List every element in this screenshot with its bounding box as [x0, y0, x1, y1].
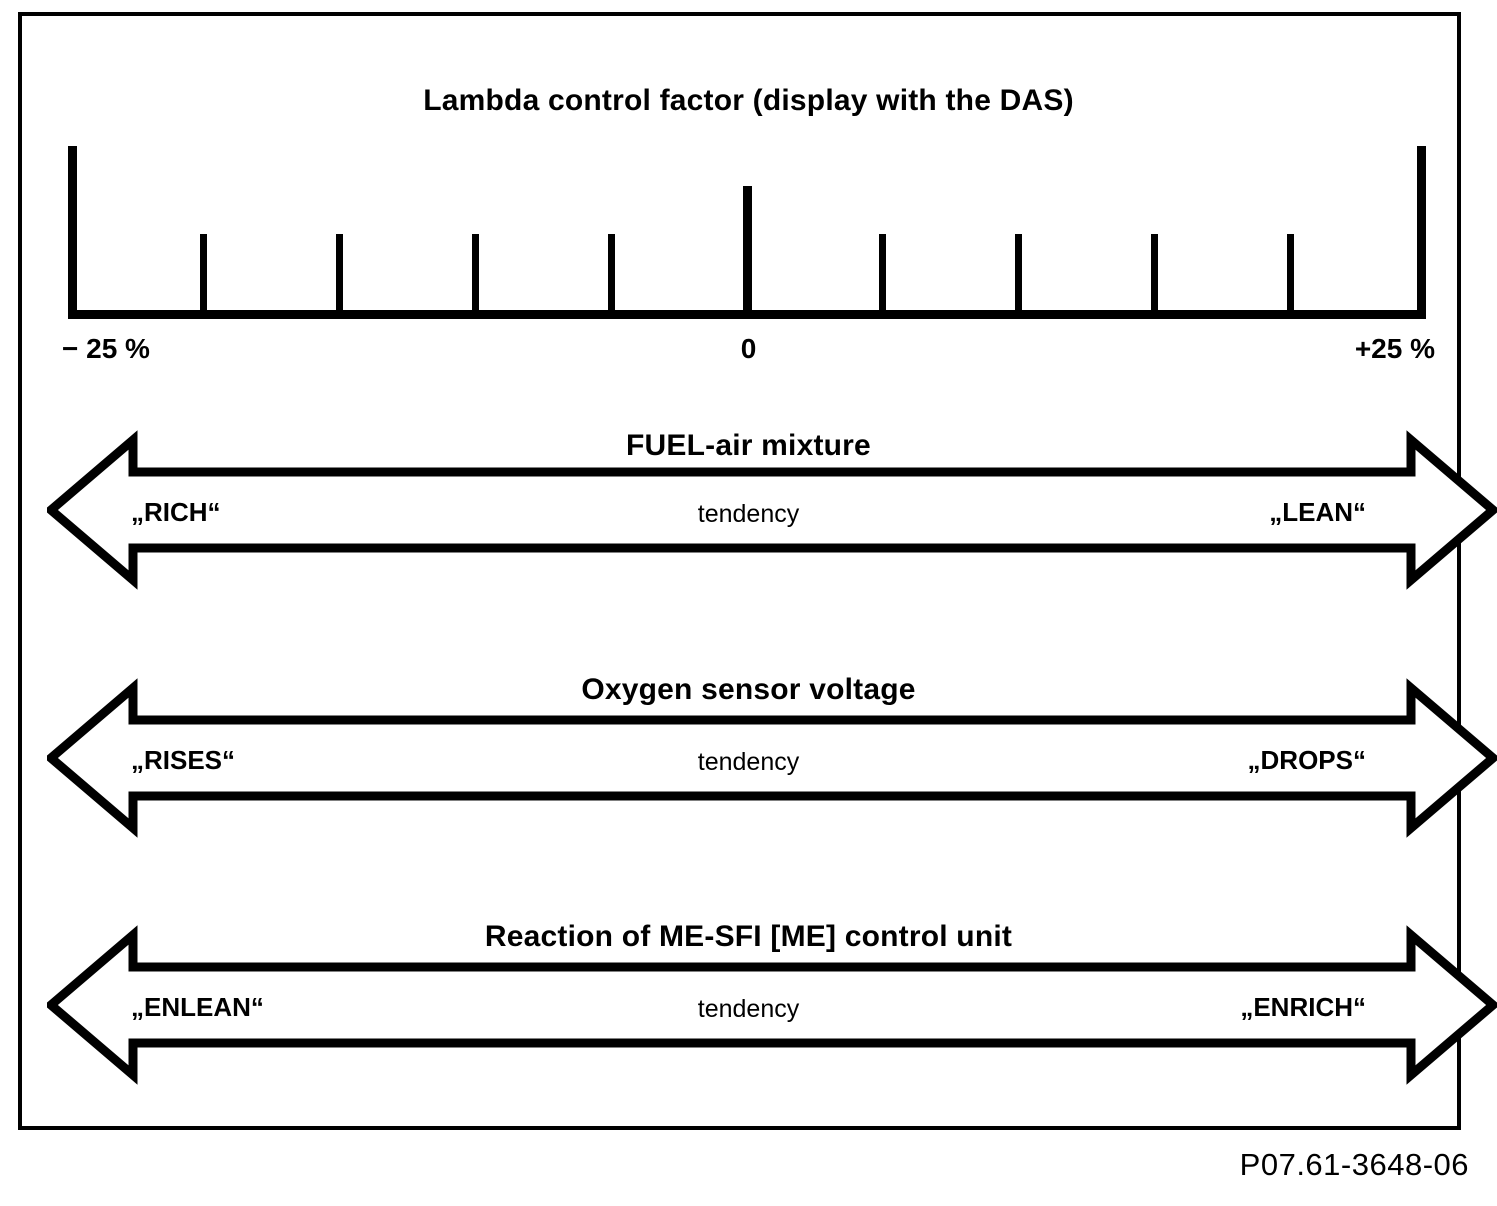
- band-left-label: „ENLEAN“: [131, 992, 264, 1022]
- double-arrow-shape: [47, 430, 1497, 590]
- scale-tick-group: [0, 0, 1497, 319]
- band-left-label: „RICH“: [131, 497, 221, 527]
- band-me-sfi-reaction: Reaction of ME-SFI [ME] control unit „EN…: [0, 915, 1497, 1095]
- scale-tick: [200, 234, 208, 319]
- lambda-scale-section: Lambda control factor (display with the …: [0, 0, 1497, 400]
- scale-label-min: − 25 %: [62, 333, 150, 364]
- band-title: Reaction of ME-SFI [ME] control unit: [484, 920, 1013, 953]
- band-right-label: „LEAN“: [1269, 497, 1366, 527]
- double-arrow-shape: [47, 678, 1497, 838]
- scale-tick: [471, 234, 479, 319]
- band-left-label: „RISES“: [131, 745, 236, 775]
- band-oxygen-sensor-voltage: Oxygen sensor voltage „RISES“ tendency „…: [0, 668, 1497, 848]
- band-fuel-air-mixture: FUEL-air mixture „RICH“ tendency „LEAN“: [0, 420, 1497, 600]
- scale-tick: [742, 186, 752, 319]
- band-right-label: „DROPS“: [1247, 745, 1366, 775]
- scale-tick: [68, 146, 77, 319]
- scale-tick: [607, 234, 615, 319]
- band-title: Oxygen sensor voltage: [581, 673, 916, 706]
- band-title: FUEL-air mixture: [626, 429, 871, 462]
- band-center-label: tendency: [697, 995, 800, 1023]
- double-arrow-shape: [47, 925, 1497, 1085]
- band-center-label: tendency: [697, 500, 800, 528]
- scale-tick: [1417, 146, 1426, 319]
- scale-tick: [879, 234, 887, 319]
- scale-title: Lambda control factor (display with the …: [423, 84, 1074, 117]
- band-right-label: „ENRICH“: [1240, 992, 1366, 1022]
- scale-tick: [336, 234, 344, 319]
- scale-tick: [1150, 234, 1158, 319]
- band-center-label: tendency: [697, 748, 800, 776]
- figure-border: [18, 12, 1461, 1130]
- scale-baseline: [68, 310, 1426, 319]
- scale-label-zero: 0: [740, 333, 757, 364]
- scale-tick: [1286, 234, 1294, 319]
- reference-code: P07.61-3648-06: [1239, 1147, 1469, 1182]
- scale-tick: [1015, 234, 1023, 319]
- scale-label-max: +25 %: [1354, 333, 1435, 364]
